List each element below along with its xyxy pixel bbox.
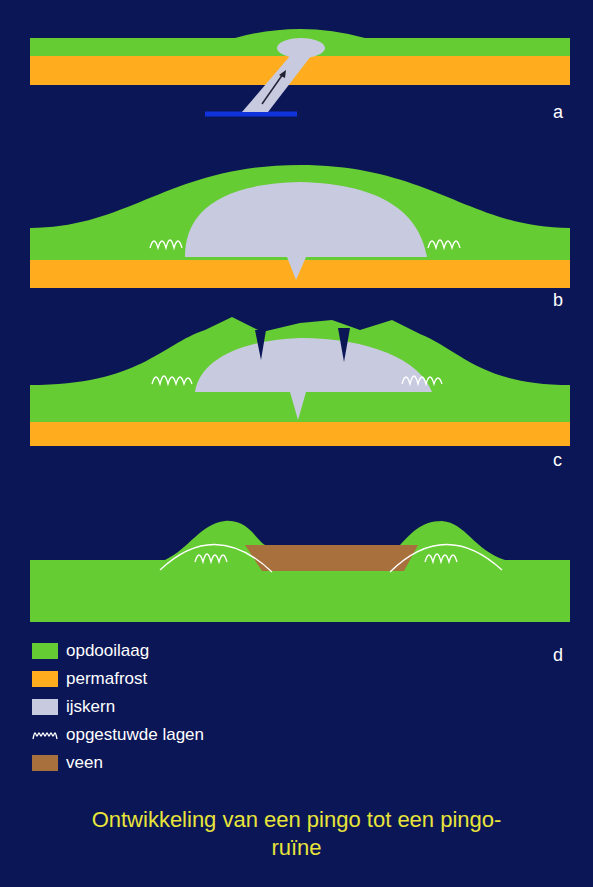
legend-entry: veen bbox=[32, 752, 103, 774]
figure-caption: Ontwikkeling van een pingo tot een pingo… bbox=[80, 806, 513, 861]
legend-swatch bbox=[32, 755, 58, 771]
stage-c bbox=[30, 317, 570, 446]
legend-entry: opdooilaag bbox=[32, 640, 149, 662]
legend-swatch bbox=[32, 699, 58, 715]
legend-entry: ijskern bbox=[32, 696, 115, 718]
panel-letter: d bbox=[553, 645, 563, 666]
panel-letter: b bbox=[553, 290, 563, 311]
legend-text: opdooilaag bbox=[66, 641, 149, 661]
panel-letter: a bbox=[553, 102, 563, 123]
stage-a bbox=[30, 29, 570, 114]
stage-d bbox=[30, 521, 570, 622]
legend-text: veen bbox=[66, 753, 103, 773]
legend-text: permafrost bbox=[66, 669, 147, 689]
legend-entry: opgestuwde lagen bbox=[32, 724, 204, 746]
panel-letter: c bbox=[553, 450, 562, 471]
legend-swatch bbox=[32, 671, 58, 687]
legend-text: opgestuwde lagen bbox=[66, 725, 204, 745]
legend-text: ijskern bbox=[66, 697, 115, 717]
legend-swatch bbox=[32, 643, 58, 659]
legend-line-sample bbox=[32, 727, 58, 743]
legend-entry: permafrost bbox=[32, 668, 147, 690]
stage-b bbox=[30, 165, 570, 288]
